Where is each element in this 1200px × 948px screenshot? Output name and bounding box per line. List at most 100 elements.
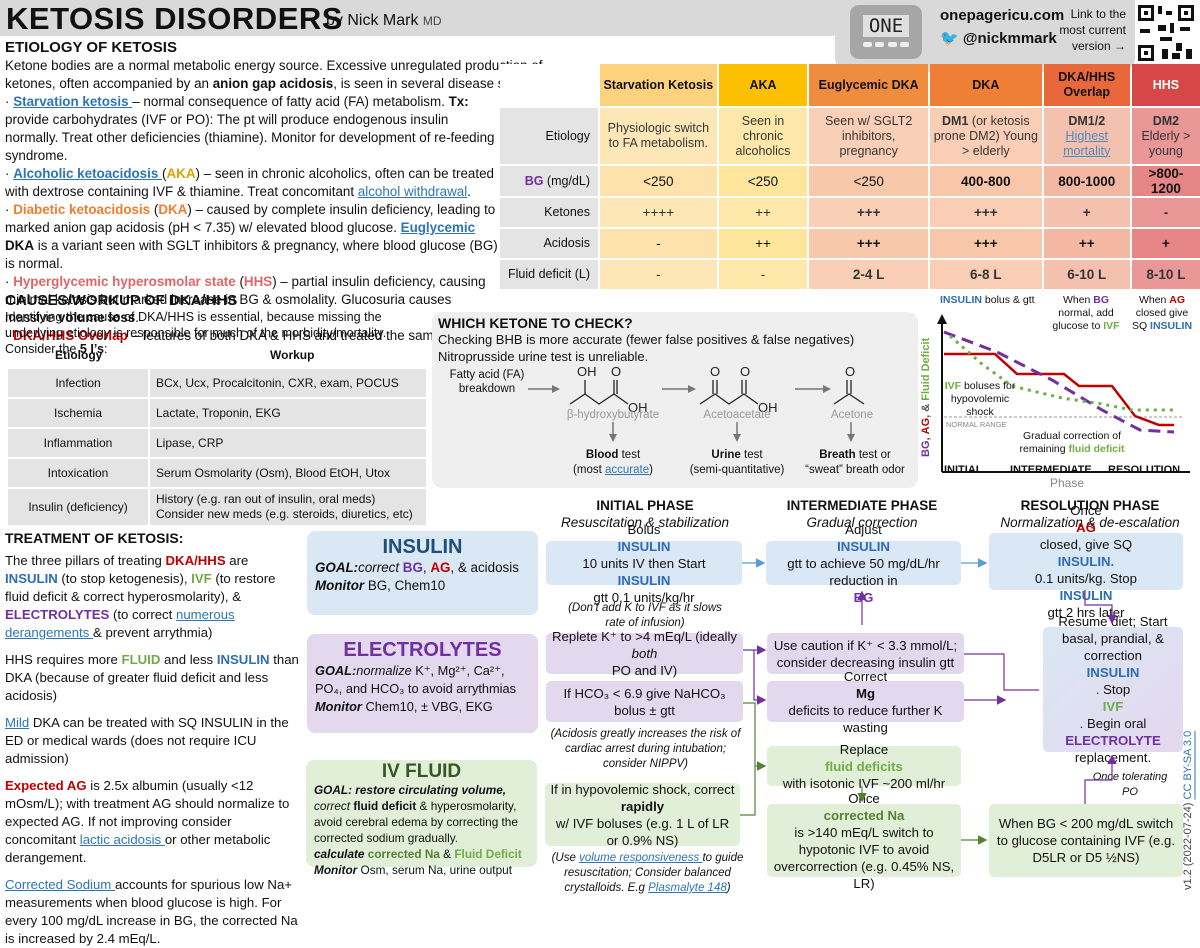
text-link[interactable]: Highest mortality [1063, 128, 1111, 158]
x-tick-initial: INITIAL [944, 464, 983, 476]
cell-ketones: ++ [718, 198, 808, 227]
annotation-ivf: IVF boluses for hypovolemic shock [944, 380, 1016, 419]
text-segment: INSULIN [1150, 320, 1193, 332]
text-segment: gtt to achieve 50 mg/dL/hr reduction in [787, 555, 940, 588]
author: by Nick Mark [326, 12, 419, 29]
test-name: Breath [819, 449, 856, 461]
text-segment: is 2.5x albumin (usually <12 mOsm/L); wi… [5, 778, 290, 847]
bullet-aka: · Alcoholic ketoacidosis (AKA) – seen in… [5, 165, 502, 201]
text-segment: BG [1093, 294, 1110, 306]
text-link[interactable]: Corrected Sodium [5, 877, 115, 892]
urine-test: Urine test(semi-quantitative) [672, 448, 802, 478]
text-segment: INSULIN [5, 571, 58, 586]
text-segment: 5 I’s [79, 342, 104, 356]
text-segment: INSULIN [940, 294, 982, 306]
text-segment: Osm, serum Na, urine output [357, 863, 512, 877]
text-link[interactable]: Alcoholic ketoacidosis [13, 166, 163, 181]
test-note: (most accurate) [548, 463, 678, 478]
text-segment: INSULIN [1059, 588, 1113, 603]
text-link[interactable]: Euglycemic [400, 220, 476, 235]
text-segment: Adjust [845, 521, 882, 537]
text-segment: ( [162, 166, 167, 181]
ketone-line2: Nitroprusside urine test is unreliable. [438, 349, 649, 364]
causes-workup: History (e.g. ran out of insulin, oral m… [150, 489, 426, 525]
text-segment: DKA [5, 238, 35, 253]
text-segment: Replace [839, 741, 889, 757]
text-segment: corrected Na [823, 807, 905, 823]
text-segment: AG [1169, 294, 1186, 306]
cell-ketones: +++ [930, 198, 1042, 227]
column-header: Euglycemic DKA [809, 64, 929, 106]
test-suffix: test or [855, 449, 891, 461]
row-label: Fluid deficit (L) [500, 260, 598, 289]
cell-etiology: Physiologic switch to FA metabolism. [600, 108, 717, 164]
site-link[interactable]: onepagericu.com [940, 7, 1065, 24]
annotation-ag: When AG closed give SQ INSULIN [1127, 294, 1197, 333]
causes-workup: BCx, Ucx, Procalcitonin, CXR, exam, POCU… [150, 369, 426, 397]
text-link[interactable]: Starvation ketosis [13, 94, 133, 109]
x-tick-intermediate: INTERMEDIATE [1010, 464, 1092, 476]
text-link[interactable]: accurate [605, 464, 650, 476]
one-logo[interactable]: ONE [850, 5, 922, 59]
text-link[interactable]: lactic acidosis [79, 832, 165, 847]
text-segment: GOAL: [315, 560, 359, 575]
text-segment: (or ketosis prone DM2) Young > elderly [933, 113, 1038, 158]
acetoacetate-name: Acetoacetate [703, 409, 771, 421]
twitter-handle[interactable]: 🐦 @nickmmark [940, 29, 1057, 47]
breath-test: Breath test or“sweat” breath odor [792, 448, 918, 478]
text-link[interactable]: Mild [5, 715, 30, 730]
text-link[interactable]: volume responsiveness [579, 852, 703, 864]
phase-subtitle: Resuscitation & stabilization [560, 515, 730, 530]
blood-test: Blood test(most accurate) [548, 448, 678, 478]
y-axis-label: BG, AG, & Fluid Deficit [920, 322, 936, 472]
text-link[interactable]: Plasmalyte 148 [648, 882, 727, 894]
text-segment: boluses for hypovolemic shock [950, 380, 1016, 418]
text-segment: ) [726, 882, 731, 894]
text-segment: (to restore fluid deficit & correct hype… [5, 571, 276, 604]
corner-cell [500, 64, 598, 106]
version-text: v1.2 (2022-07-24) [1182, 799, 1194, 890]
qr-code-icon[interactable] [1136, 3, 1196, 63]
bg-line [943, 330, 1175, 434]
text-segment: (most [573, 464, 605, 476]
caution-k-box: Use caution if K⁺ < 3.3 mmol/L; consider… [767, 633, 964, 674]
text-segment: DKA/HHS [165, 553, 226, 568]
causes-header-etiology: Etiology [55, 348, 103, 362]
text-segment: AG [430, 560, 451, 575]
license-link[interactable]: CC BY-SA 3.0 [1182, 730, 1194, 800]
text-segment: Monitor [315, 699, 362, 714]
text-segment: When [1062, 294, 1094, 306]
phase-title: INTERMEDIATE PHASE [786, 498, 938, 513]
text-segment: When BG < 200 mg/dL switch to glucose co… [996, 816, 1176, 865]
link-line: version → [1071, 39, 1126, 53]
treatment-pillars: The three pillars of treating DKA/HHS ar… [5, 552, 303, 642]
text-segment: 0.1 units/kg. Stop [1035, 571, 1137, 586]
text-segment: Gradual correction of remaining [1019, 430, 1122, 455]
text-segment: Once tolerating PO [1092, 771, 1168, 798]
row-label: Acidosis [500, 229, 598, 258]
cell-acidosis: ++ [718, 229, 808, 258]
ketone-title: WHICH KETONE TO CHECK? [438, 315, 633, 331]
text-segment: AKA [166, 166, 196, 181]
glucose-ivf-box: When BG < 200 mg/dL switch to glucose co… [989, 804, 1183, 877]
text-segment: · [5, 94, 14, 109]
text-segment: INSULIN [617, 572, 671, 588]
text-link[interactable]: alcohol withdrawal [357, 184, 468, 199]
text-segment: deficits to reduce further K wasting [788, 702, 943, 735]
text-link[interactable]: numerous derangements [5, 607, 235, 640]
text-segment: Once [848, 790, 880, 806]
text-segment: When [1138, 294, 1170, 306]
text-segment: DM1/2 [1068, 113, 1106, 128]
cell-fluid: - [718, 260, 808, 289]
text-segment: closed give SQ [1131, 307, 1189, 332]
text-segment: IVF [944, 380, 962, 392]
text-segment: DM2 [1152, 113, 1180, 128]
ag-line [944, 352, 1174, 427]
causes-workup: Serum Osmolarity (Osm), Blood EtOH, Utox [150, 459, 426, 487]
cell-acidosis: ++ [1043, 229, 1130, 258]
